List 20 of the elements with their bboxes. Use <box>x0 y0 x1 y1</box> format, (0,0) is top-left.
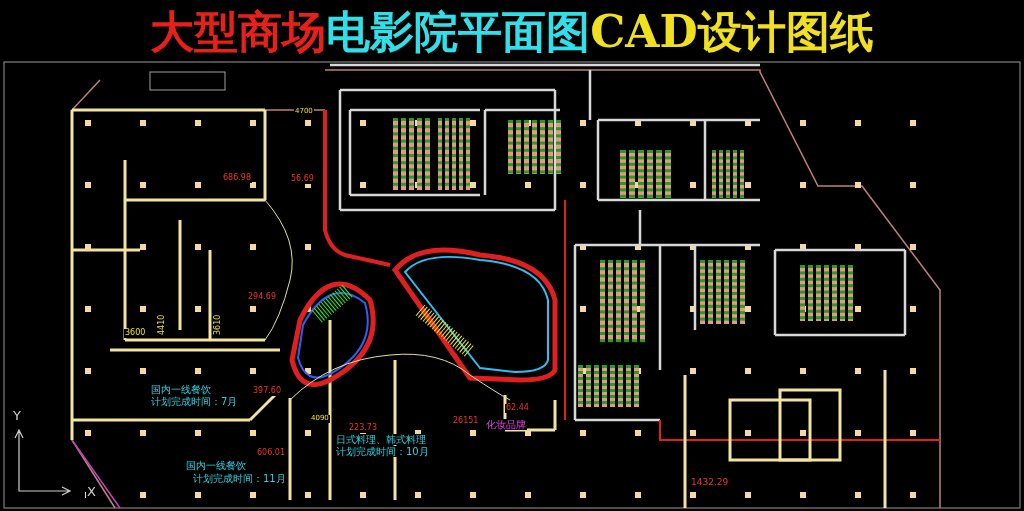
zone-note: 计划完成时间：10月 <box>335 446 430 457</box>
dimension-label: 3600 <box>124 329 147 338</box>
title: 大型商场电影院平面图CAD设计图纸 <box>149 5 875 59</box>
area-value: 606.01 <box>256 449 286 458</box>
area-value: 62.44 <box>505 404 530 413</box>
area-value: 1432.29 <box>690 478 730 488</box>
axis-label: X <box>86 485 97 500</box>
zone-note: 国内一线餐饮 <box>185 460 247 471</box>
area-value: 686.98 <box>222 174 252 183</box>
zone-note: 计划完成时间：11月 <box>192 473 287 484</box>
area-value: 294.69 <box>247 293 277 302</box>
zone-note: 国内一线餐饮 <box>150 384 212 395</box>
dimension-label: 4410 <box>158 313 167 336</box>
area-value: 223.73 <box>348 424 378 433</box>
shop-label: 化妆品牌 <box>485 419 527 430</box>
zone-note: 日式料理、韩式料理 <box>335 434 427 445</box>
dimension-label: 3610 <box>214 313 223 336</box>
area-value: 26151 <box>452 417 480 426</box>
area-value: 56.69 <box>290 175 315 184</box>
area-value: 397.60 <box>252 387 282 396</box>
